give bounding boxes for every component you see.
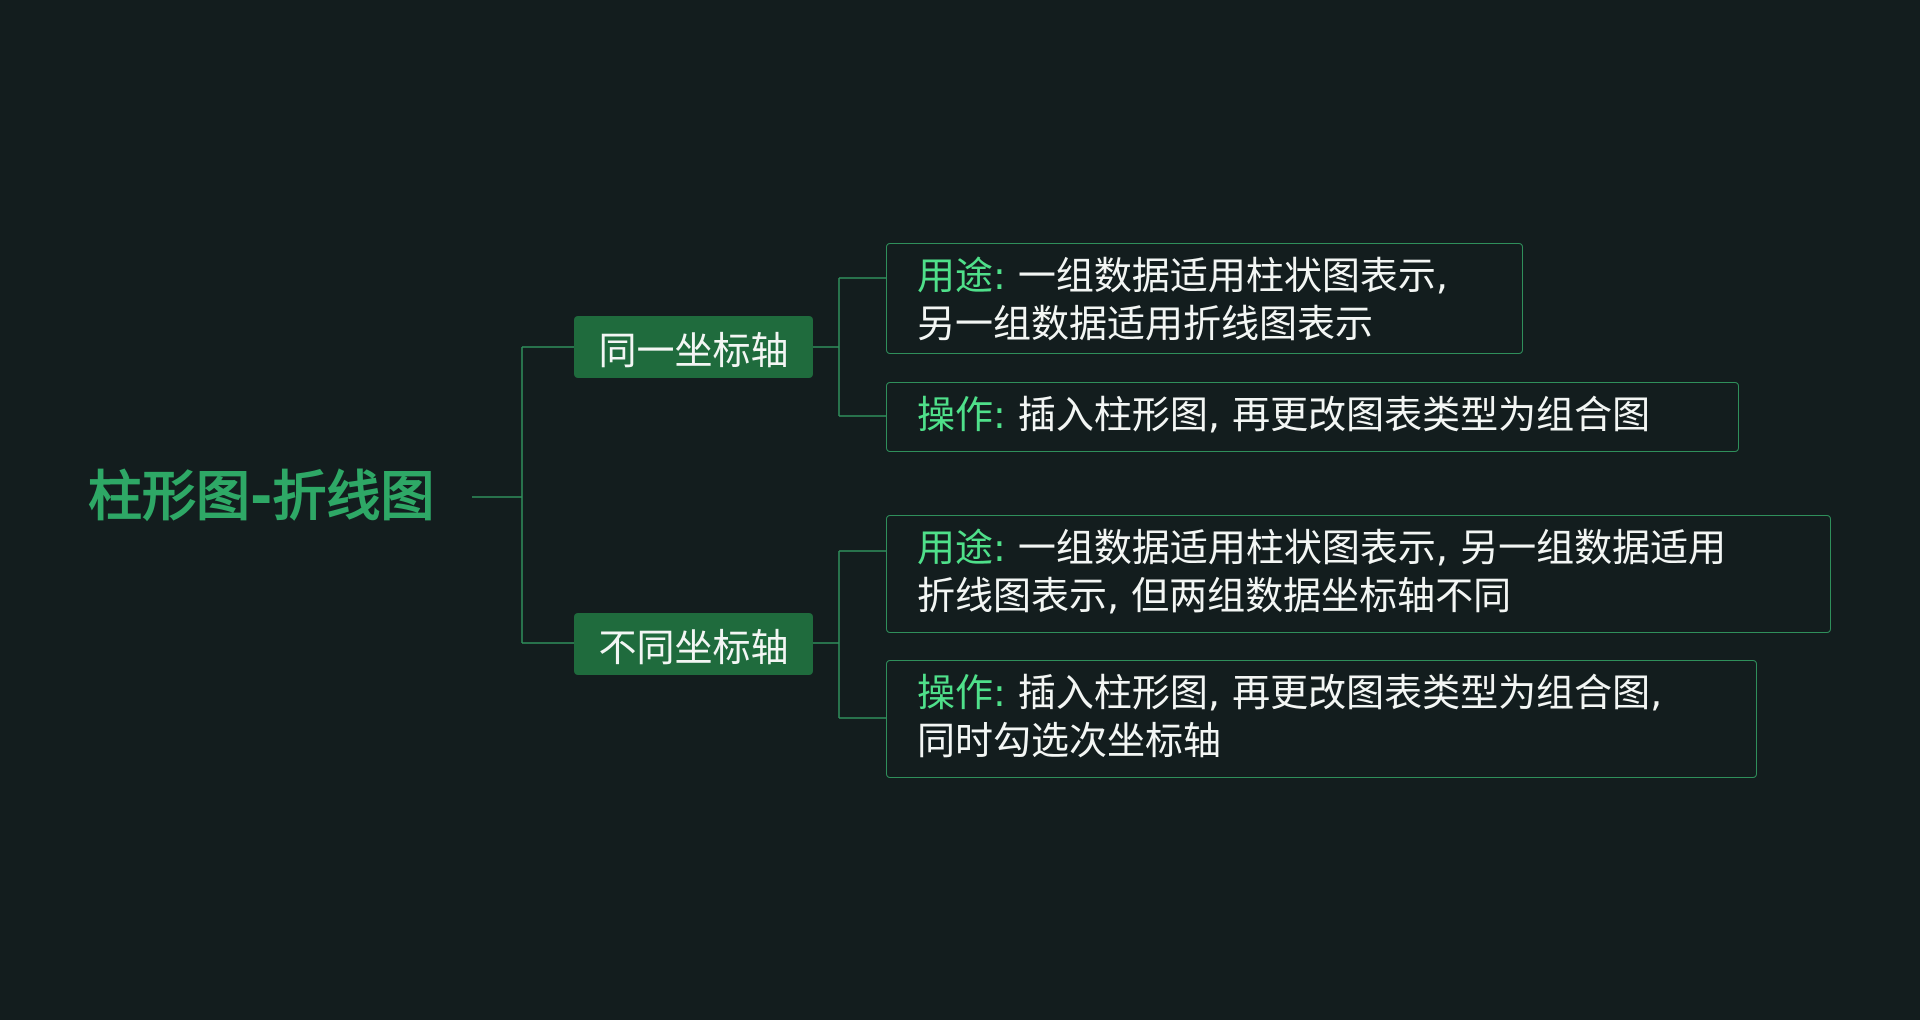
leaf-text: 一组数据适用柱状图表示, (1017, 254, 1448, 298)
leaf-text: 折线图表示, 但两组数据坐标轴不同 (917, 574, 1512, 618)
leaf-line: 用途: 一组数据适用柱状图表示, 另一组数据适用 (917, 524, 1808, 572)
leaf-text: 插入柱形图, 再更改图表类型为组合图 (1017, 393, 1651, 437)
leaf-line: 操作: 插入柱形图, 再更改图表类型为组合图, (917, 669, 1734, 717)
leaf-tag: 操作: (917, 393, 1006, 437)
leaf-different-axis-usage[interactable]: 用途: 一组数据适用柱状图表示, 另一组数据适用 折线图表示, 但两组数据坐标轴… (886, 515, 1831, 633)
leaf-line: 操作: 插入柱形图, 再更改图表类型为组合图 (917, 391, 1716, 439)
branch-label: 同一坐标轴 (598, 328, 789, 373)
branch-different-axis[interactable]: 不同坐标轴 (574, 613, 813, 675)
leaf-same-axis-operation[interactable]: 操作: 插入柱形图, 再更改图表类型为组合图 (886, 382, 1739, 452)
leaf-line: 用途: 一组数据适用柱状图表示, (917, 252, 1500, 300)
branch-label: 不同坐标轴 (598, 625, 789, 670)
leaf-tag: 操作: (917, 671, 1006, 715)
leaf-different-axis-operation[interactable]: 操作: 插入柱形图, 再更改图表类型为组合图, 同时勾选次坐标轴 (886, 660, 1757, 778)
leaf-same-axis-usage[interactable]: 用途: 一组数据适用柱状图表示, 另一组数据适用折线图表示 (886, 243, 1523, 354)
leaf-tag: 用途: (917, 526, 1006, 570)
leaf-text: 插入柱形图, 再更改图表类型为组合图, (1017, 671, 1663, 715)
leaf-text: 另一组数据适用折线图表示 (917, 302, 1374, 346)
leaf-text: 同时勾选次坐标轴 (917, 719, 1222, 763)
leaf-tag: 用途: (917, 254, 1006, 298)
root-topic[interactable]: 柱形图-折线图 (88, 465, 435, 528)
branch-same-axis[interactable]: 同一坐标轴 (574, 316, 813, 378)
leaf-text: 一组数据适用柱状图表示, 另一组数据适用 (1017, 526, 1727, 570)
